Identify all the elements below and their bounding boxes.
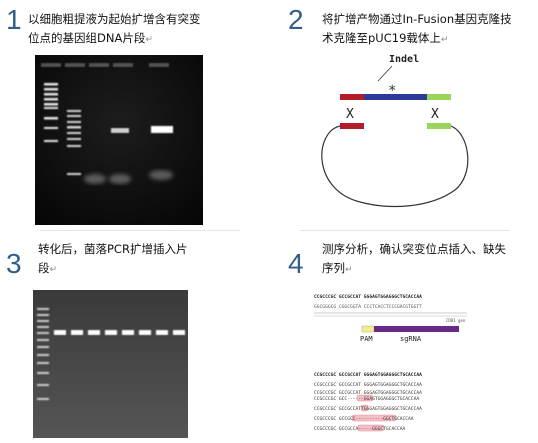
sequencing-figure: CCGCCCGC GCCGCCAT GGGAGTGGAGGGCTGCACCAA … — [314, 294, 467, 432]
step-1-text-line2: 位点的基因组DNA片段 — [28, 31, 146, 45]
step-4-panel: 4 测序分析，确认突变位点插入、缺失 序列↵ CCGCCCGC GCCGCCAT… — [272, 232, 538, 442]
vector-arm-right — [427, 123, 451, 129]
step-2-text: 将扩增产物通过In-Fusion基因克隆技 术克隆至pUC19载体上↵ — [322, 10, 512, 50]
step-3-text-line2: 段 — [38, 261, 50, 275]
step-4-text-line2: 序列 — [322, 261, 345, 275]
return-mark-icon: ↵ — [145, 35, 153, 45]
step-1-panel: 1 以细胞粗提液为起始扩增含有突变 位点的基因组DNA片段↵ — [0, 0, 268, 225]
aligned-read: CCGCCCGC GCCGCC----------GGCTGCACCAA — [314, 416, 414, 422]
step-2-text-line1: 将扩增产物通过In-Fusion基因克隆技 — [322, 12, 512, 26]
recombination-cross-right: X — [431, 107, 439, 122]
recombination-cross-left: X — [346, 107, 354, 122]
return-mark-icon: ↵ — [49, 265, 58, 275]
plasmid-backbone — [321, 125, 469, 208]
aligned-read: CCGCCCGC GCCGCCATTGGGAGTGGAGGGCTGCACCAA — [314, 406, 422, 412]
return-mark-icon: ↵ — [440, 35, 449, 45]
insert-arm-right — [427, 94, 451, 100]
step-4-number: 4 — [288, 248, 304, 279]
sample-band-1 — [111, 128, 129, 133]
vector-arm-left — [340, 123, 364, 129]
gel-wells — [41, 63, 169, 67]
vector-diagram: Indel * X X — [321, 54, 469, 208]
divider-right — [300, 230, 510, 231]
reference-sequence-bottom: GGCGGGCG CGGCGGTA CCCTCACCTCCCGACGTGGTT — [314, 304, 422, 310]
aligned-read: CCGCCCGC GCC------GGAGTGGAGGGCTGCACCAA — [314, 396, 419, 402]
aligned-read: CCGCCCGC GCCGCCAT GGGAGTGGAGGGCTGCACCAA — [314, 390, 422, 396]
step-4-text-line1: 测序分析，确认突变位点插入、缺失 — [322, 242, 506, 256]
indel-asterisk: * — [388, 83, 396, 99]
insert-arm-left — [340, 94, 364, 100]
step-1-number: 1 — [6, 4, 22, 35]
step-3-number: 3 — [6, 248, 22, 279]
step-2-number: 2 — [288, 4, 304, 35]
gene-label: CD81 gen — [446, 318, 466, 323]
pam-bar — [361, 325, 375, 333]
aligned-read: CCGCCCGC GCCGCCAT GGGAGTGGAGGGCTGCACCAA — [314, 382, 422, 388]
step-2-panel: 2 将扩增产物通过In-Fusion基因克隆技 术克隆至pUC19载体上↵ In… — [272, 0, 538, 225]
step-3-panel: 3 转化后，菌落PCR扩增插入片 段↵ — [0, 232, 268, 442]
insert-fragment — [364, 94, 427, 100]
step-1-text-line1: 以细胞粗提液为起始扩增含有突变 — [28, 12, 201, 26]
reference-sequence-top: CCGCCCGC GCCGCCAT GGGAGTGGAGGGCTGCACCAA — [314, 294, 422, 300]
colony-pcr-bands — [54, 330, 185, 335]
indel-arrow — [377, 65, 393, 82]
step-1-text: 以细胞粗提液为起始扩增含有突变 位点的基因组DNA片段↵ — [28, 10, 201, 50]
step-3-text: 转化后，菌落PCR扩增插入片 段↵ — [38, 240, 187, 280]
primer-smears — [84, 170, 173, 184]
aligned-read: CCGCCCGC GCCGCCA-----GGGCTGCACCAA — [314, 426, 406, 432]
return-mark-icon: ↵ — [345, 265, 353, 275]
ladder-lane — [37, 308, 49, 400]
ladder-lane-2 — [67, 110, 81, 175]
ladder-lane-1 — [44, 83, 58, 142]
aligned-header: CCGCCCGC GCCGCCAT GGGAGTGGAGGGCTGCACCAA — [314, 372, 422, 378]
gel-background — [33, 290, 188, 438]
indel-label: Indel — [389, 54, 419, 65]
aligned-reads: CCGCCCGC GCCGCCAT GGGAGTGGAGGGCTGCACCAA … — [314, 382, 422, 432]
step-4-text: 测序分析，确认突变位点插入、缺失 序列↵ — [322, 240, 506, 280]
gel-image-3 — [33, 290, 188, 438]
sgrna-label: sgRNA — [400, 335, 422, 343]
gel-background — [35, 55, 203, 225]
gel-image-1 — [35, 55, 203, 225]
step-2-text-line2: 术克隆至pUC19载体上 — [322, 31, 441, 45]
divider-left — [40, 230, 240, 231]
sgrna-bar — [374, 326, 459, 332]
sample-band-2 — [151, 126, 173, 133]
step-3-text-line1: 转化后，菌落PCR扩增插入片 — [38, 242, 188, 256]
pam-label: PAM — [360, 335, 373, 343]
indel-highlights — [351, 394, 397, 432]
